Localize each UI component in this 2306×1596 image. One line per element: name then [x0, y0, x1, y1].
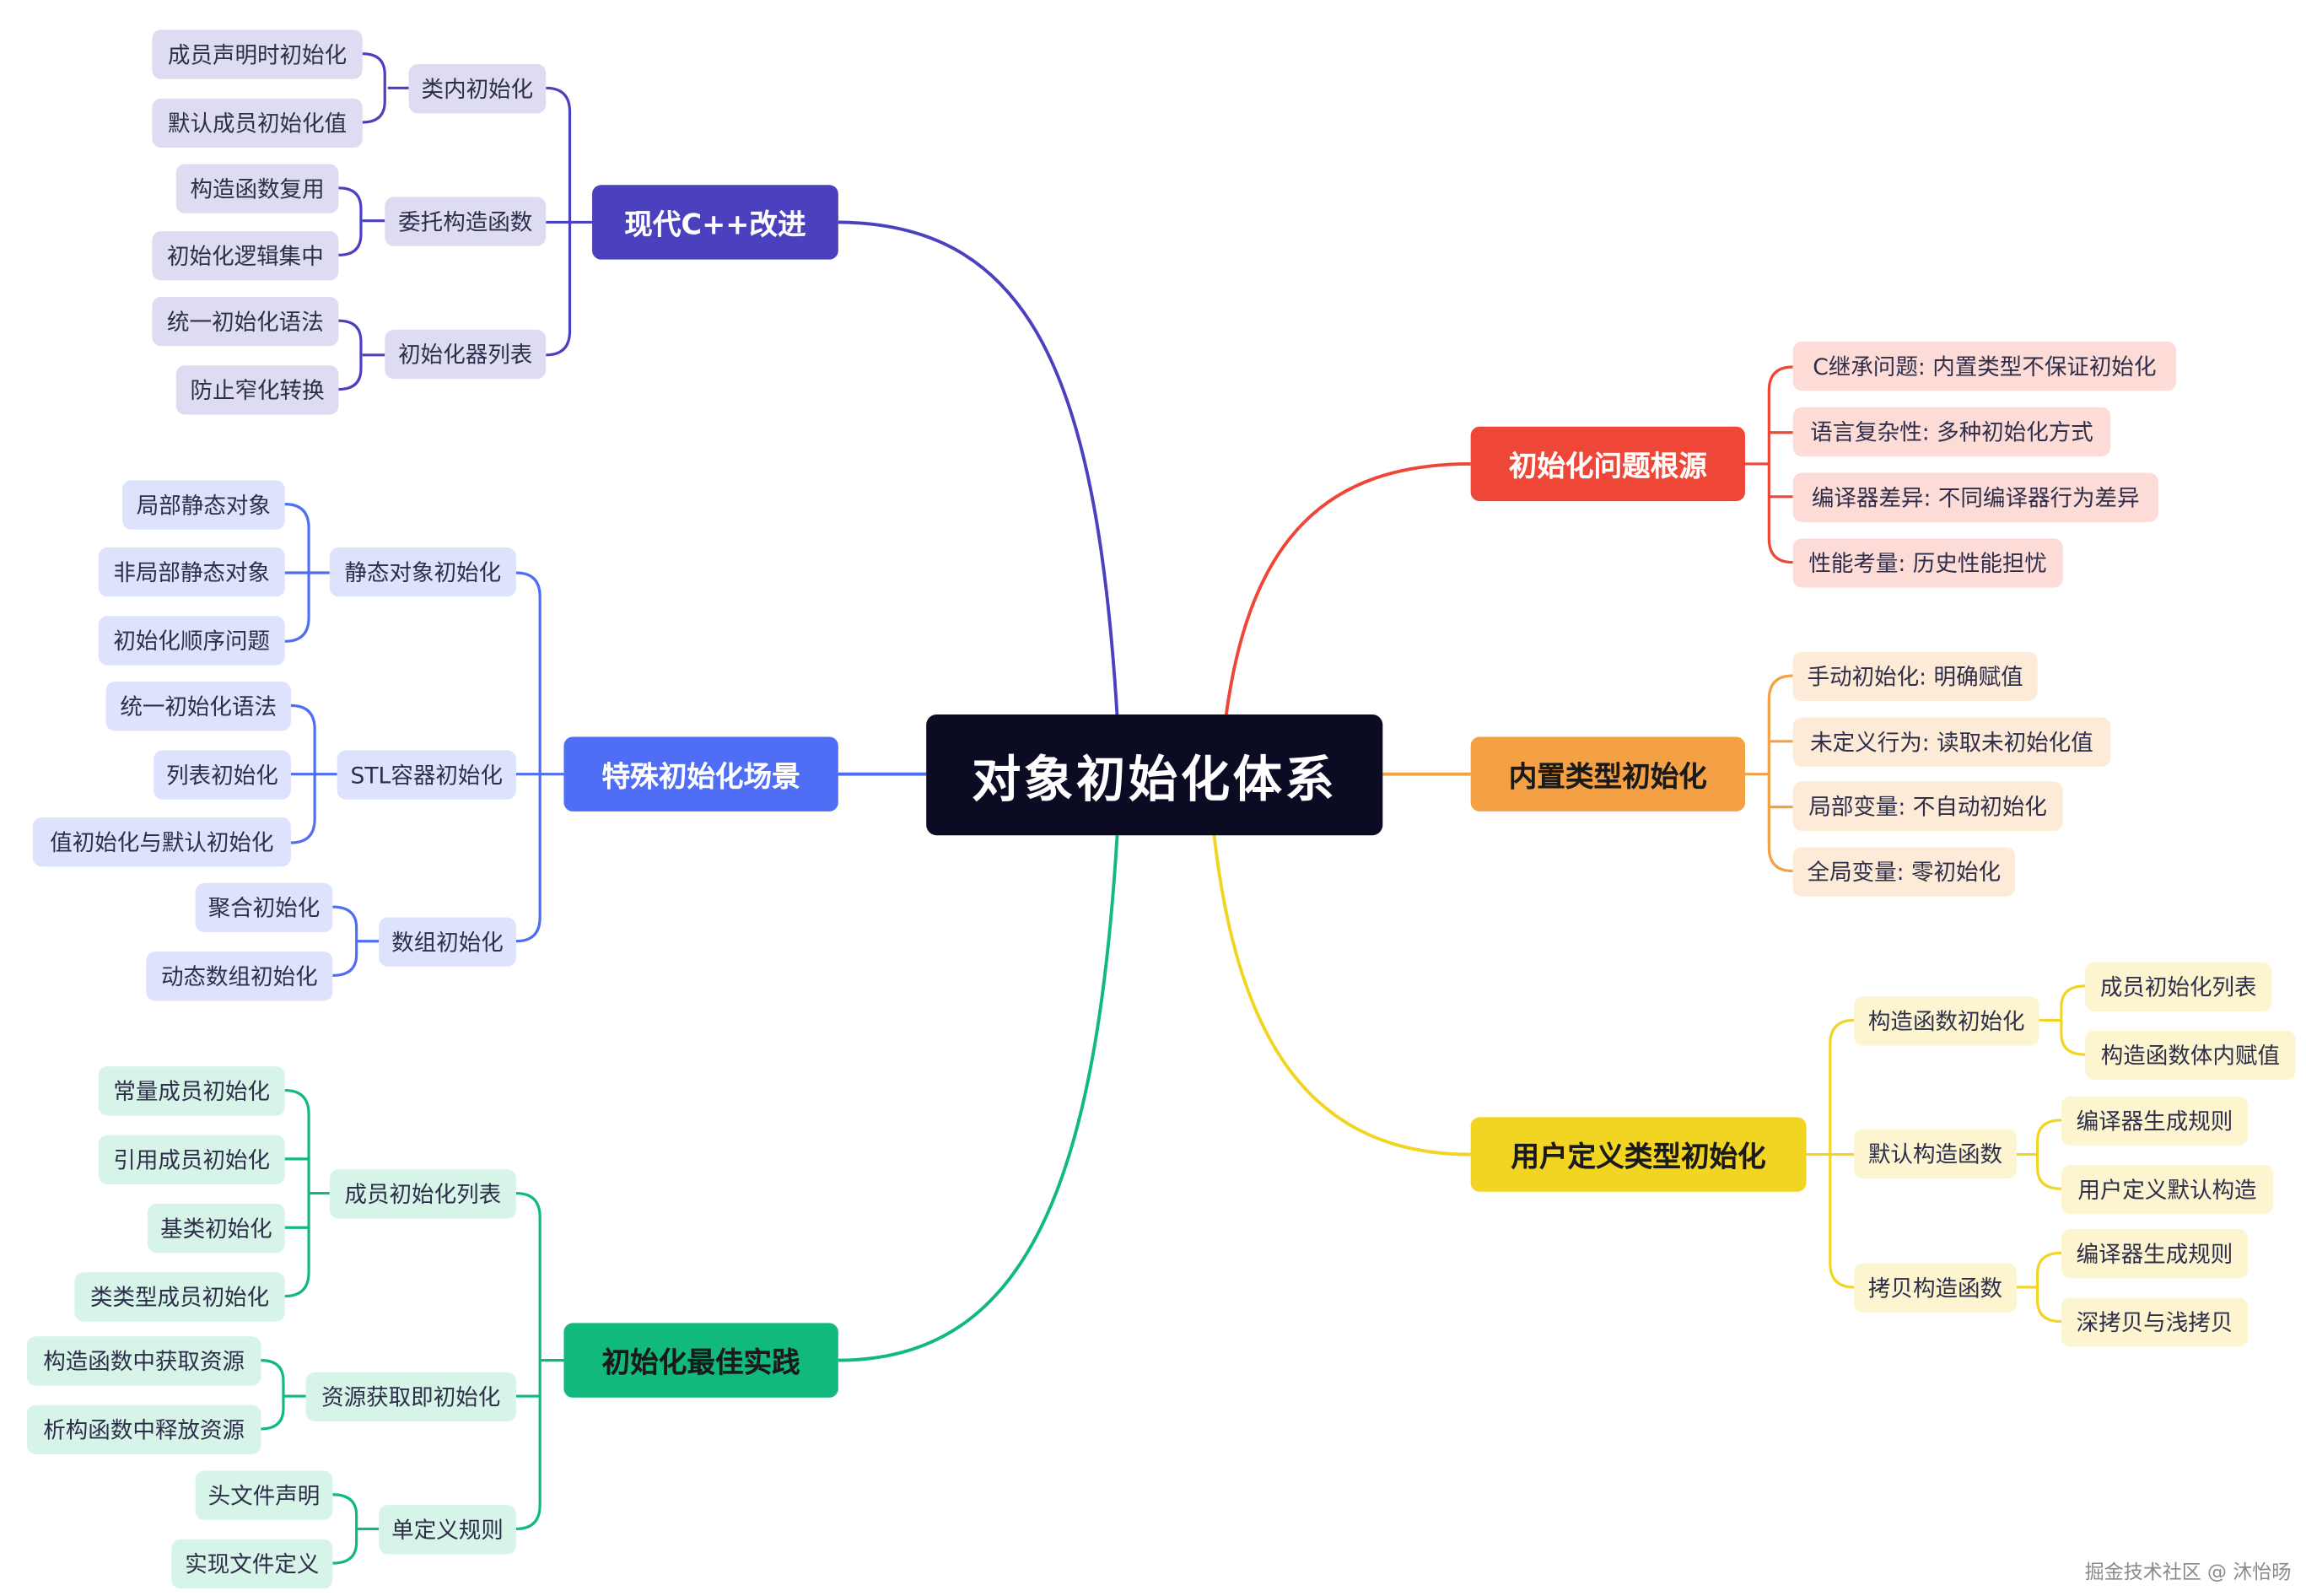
best-leaf[interactable]: 构造函数中获取资源: [26, 1336, 261, 1386]
special-leaf[interactable]: 统一初始化语法: [105, 682, 291, 731]
special-leaf[interactable]: 聚合初始化: [195, 882, 333, 933]
special-leaf[interactable]: 局部静态对象: [122, 480, 285, 530]
watermark: 掘金技术社区 @ 沐怡旸: [2084, 1561, 2292, 1584]
best-group-1[interactable]: 成员初始化列表: [329, 1169, 516, 1219]
special-group-3[interactable]: 数组初始化: [379, 917, 516, 967]
user-group-3[interactable]: 拷贝构造函数: [1854, 1263, 2017, 1313]
branch-special[interactable]: 特殊初始化场景: [563, 736, 838, 811]
special-group-2[interactable]: STL容器初始化: [337, 750, 516, 800]
branch-best[interactable]: 初始化最佳实践: [563, 1323, 838, 1398]
user-leaf[interactable]: 深拷贝与浅拷贝: [2061, 1297, 2248, 1347]
best-group-3[interactable]: 单定义规则: [379, 1505, 516, 1555]
link-best: [838, 835, 1119, 1362]
user-group-2[interactable]: 默认构造函数: [1854, 1129, 2017, 1178]
roots-leaf[interactable]: C继承问题: 内置类型不保证初始化: [1792, 341, 2177, 391]
roots-leaf[interactable]: 语言复杂性: 多种初始化方式: [1792, 407, 2111, 457]
modern-leaf[interactable]: 默认成员初始化值: [152, 98, 363, 148]
best-leaf[interactable]: 常量成员初始化: [98, 1066, 285, 1116]
user-leaf[interactable]: 构造函数体内赋值: [2085, 1030, 2296, 1081]
builtin-leaf[interactable]: 局部变量: 不自动初始化: [1792, 781, 2063, 831]
link-roots: [1224, 461, 1471, 716]
modern-leaf[interactable]: 防止窄化转换: [175, 365, 339, 415]
best-leaf[interactable]: 引用成员初始化: [98, 1135, 285, 1184]
user-group-1[interactable]: 构造函数初始化: [1854, 996, 2039, 1046]
builtin-leaf[interactable]: 未定义行为: 读取未初始化值: [1792, 717, 2111, 767]
special-leaf[interactable]: 初始化顺序问题: [98, 616, 285, 666]
branch-builtin[interactable]: 内置类型初始化: [1470, 736, 1746, 811]
modern-group-3[interactable]: 初始化器列表: [385, 329, 547, 380]
modern-leaf[interactable]: 初始化逻辑集中: [152, 231, 339, 281]
link-user: [1212, 834, 1471, 1157]
user-leaf[interactable]: 成员初始化列表: [2085, 962, 2272, 1011]
builtin-leaf[interactable]: 手动初始化: 明确赋值: [1792, 651, 2038, 702]
best-group-2[interactable]: 资源获取即初始化: [305, 1372, 516, 1422]
best-leaf[interactable]: 头文件声明: [195, 1470, 333, 1520]
special-leaf[interactable]: 列表初始化: [154, 750, 291, 800]
modern-group-2[interactable]: 委托构造函数: [385, 197, 547, 246]
best-leaf[interactable]: 实现文件定义: [171, 1539, 333, 1589]
branch-modern[interactable]: 现代C++改进: [592, 185, 838, 260]
special-group-1[interactable]: 静态对象初始化: [329, 547, 516, 597]
roots-leaf[interactable]: 性能考量: 历史性能担忧: [1792, 538, 2063, 588]
best-leaf[interactable]: 类类型成员初始化: [74, 1272, 285, 1322]
roots-leaf[interactable]: 编译器差异: 不同编译器行为差异: [1792, 472, 2158, 522]
special-leaf[interactable]: 非局部静态对象: [98, 547, 285, 597]
modern-leaf[interactable]: 统一初始化语法: [152, 296, 339, 347]
special-leaf[interactable]: 动态数组初始化: [146, 952, 333, 1001]
user-leaf[interactable]: 编译器生成规则: [2061, 1096, 2248, 1146]
user-leaf[interactable]: 编译器生成规则: [2061, 1228, 2248, 1279]
best-leaf[interactable]: 析构函数中释放资源: [26, 1405, 261, 1454]
special-leaf[interactable]: 值初始化与默认初始化: [32, 817, 291, 867]
modern-leaf[interactable]: 成员声明时初始化: [152, 30, 363, 79]
branch-roots[interactable]: 初始化问题根源: [1470, 426, 1746, 502]
modern-group-1[interactable]: 类内初始化: [408, 64, 547, 114]
root-node[interactable]: 对象初始化体系: [926, 714, 1383, 836]
best-leaf[interactable]: 基类初始化: [148, 1203, 285, 1254]
user-leaf[interactable]: 用户定义默认构造: [2061, 1164, 2274, 1215]
branch-user[interactable]: 用户定义类型初始化: [1470, 1117, 1807, 1192]
modern-leaf[interactable]: 构造函数复用: [175, 164, 339, 213]
builtin-leaf[interactable]: 全局变量: 零初始化: [1792, 847, 2016, 897]
link-modern: [838, 220, 1119, 716]
